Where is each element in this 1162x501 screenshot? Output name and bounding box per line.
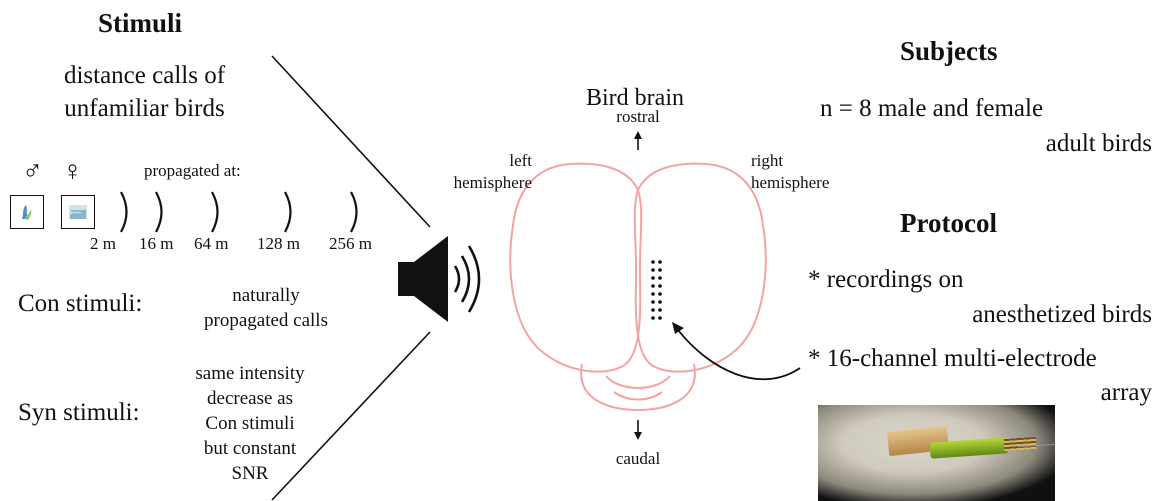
cerebellum-fold bbox=[613, 391, 663, 401]
right-hemisphere-shape bbox=[633, 162, 767, 373]
distance-label: 64 m bbox=[194, 234, 229, 253]
distance-label: 256 m bbox=[329, 234, 372, 253]
speaker-icon bbox=[398, 236, 481, 322]
male-call-spectrogram bbox=[10, 195, 44, 229]
caudal-label: caudal bbox=[615, 449, 661, 468]
electrode-array-sites bbox=[651, 260, 662, 320]
stimuli-title: Stimuli bbox=[98, 8, 183, 38]
electrode-pointer-arrow bbox=[672, 322, 801, 381]
male-symbol-icon: ♂ bbox=[22, 156, 43, 187]
left-hemisphere-label: hemisphere bbox=[453, 173, 532, 192]
syn-stimuli-desc-line: Con stimuli bbox=[205, 413, 295, 434]
syn-stimuli-desc-line: but constant bbox=[203, 438, 297, 459]
left-hemisphere-shape bbox=[509, 162, 643, 373]
cerebellum-fold bbox=[605, 375, 671, 389]
brain-outline bbox=[509, 162, 767, 412]
sound-wave-icon bbox=[350, 191, 358, 233]
stimuli-description-line2: unfamiliar birds bbox=[64, 95, 225, 122]
syn-stimuli-desc-line: same intensity bbox=[195, 363, 305, 384]
female-call-spectrogram bbox=[61, 195, 95, 229]
subjects-line2: adult birds bbox=[1045, 130, 1152, 157]
distance-label: 16 m bbox=[139, 234, 174, 253]
propagated-at-label: propagated at: bbox=[144, 161, 241, 180]
syn-stimuli-label: Syn stimuli: bbox=[18, 399, 140, 426]
stimuli-description-line1: distance calls of bbox=[63, 62, 226, 89]
distance-label: 2 m bbox=[90, 234, 116, 253]
right-hemisphere-label: right bbox=[751, 151, 784, 170]
rostral-arrow-icon bbox=[634, 131, 642, 150]
syn-stimuli-desc-line: SNR bbox=[231, 463, 269, 484]
cerebellum-shape bbox=[580, 363, 696, 412]
protocol-item1-line1: * recordings on bbox=[808, 266, 964, 293]
left-hemisphere-label: left bbox=[509, 151, 532, 170]
rostral-label: rostral bbox=[616, 107, 660, 126]
right-hemisphere-label: hemisphere bbox=[751, 173, 830, 192]
electrode-array-photo bbox=[818, 405, 1055, 501]
protocol-title: Protocol bbox=[900, 208, 997, 238]
funnel-line-top bbox=[271, 55, 431, 228]
subjects-line1: n = 8 male and female bbox=[820, 95, 1044, 122]
propagation-waves bbox=[120, 191, 358, 233]
brain-title: Bird brain bbox=[586, 85, 684, 111]
protocol-item2-line1: * 16-channel multi-electrode bbox=[808, 345, 1097, 372]
con-stimuli-desc-line: propagated calls bbox=[204, 310, 328, 331]
con-stimuli-desc-line: naturally bbox=[232, 285, 300, 306]
sound-wave-icon bbox=[155, 191, 163, 233]
sound-wave-icon bbox=[284, 191, 292, 233]
syn-stimuli-desc-line: decrease as bbox=[207, 388, 293, 409]
sound-wave-icon bbox=[120, 191, 128, 233]
subjects-title: Subjects bbox=[900, 36, 998, 66]
con-stimuli-label: Con stimuli: bbox=[18, 290, 143, 317]
funnel-line-bottom bbox=[271, 331, 431, 501]
female-symbol-icon: ♀ bbox=[62, 156, 83, 187]
protocol-item1-line2: anesthetized birds bbox=[972, 301, 1152, 328]
sound-wave-icon bbox=[211, 191, 219, 233]
caudal-arrow-icon bbox=[634, 420, 642, 440]
distance-label: 128 m bbox=[257, 234, 300, 253]
protocol-item2-line2: array bbox=[1100, 379, 1152, 406]
